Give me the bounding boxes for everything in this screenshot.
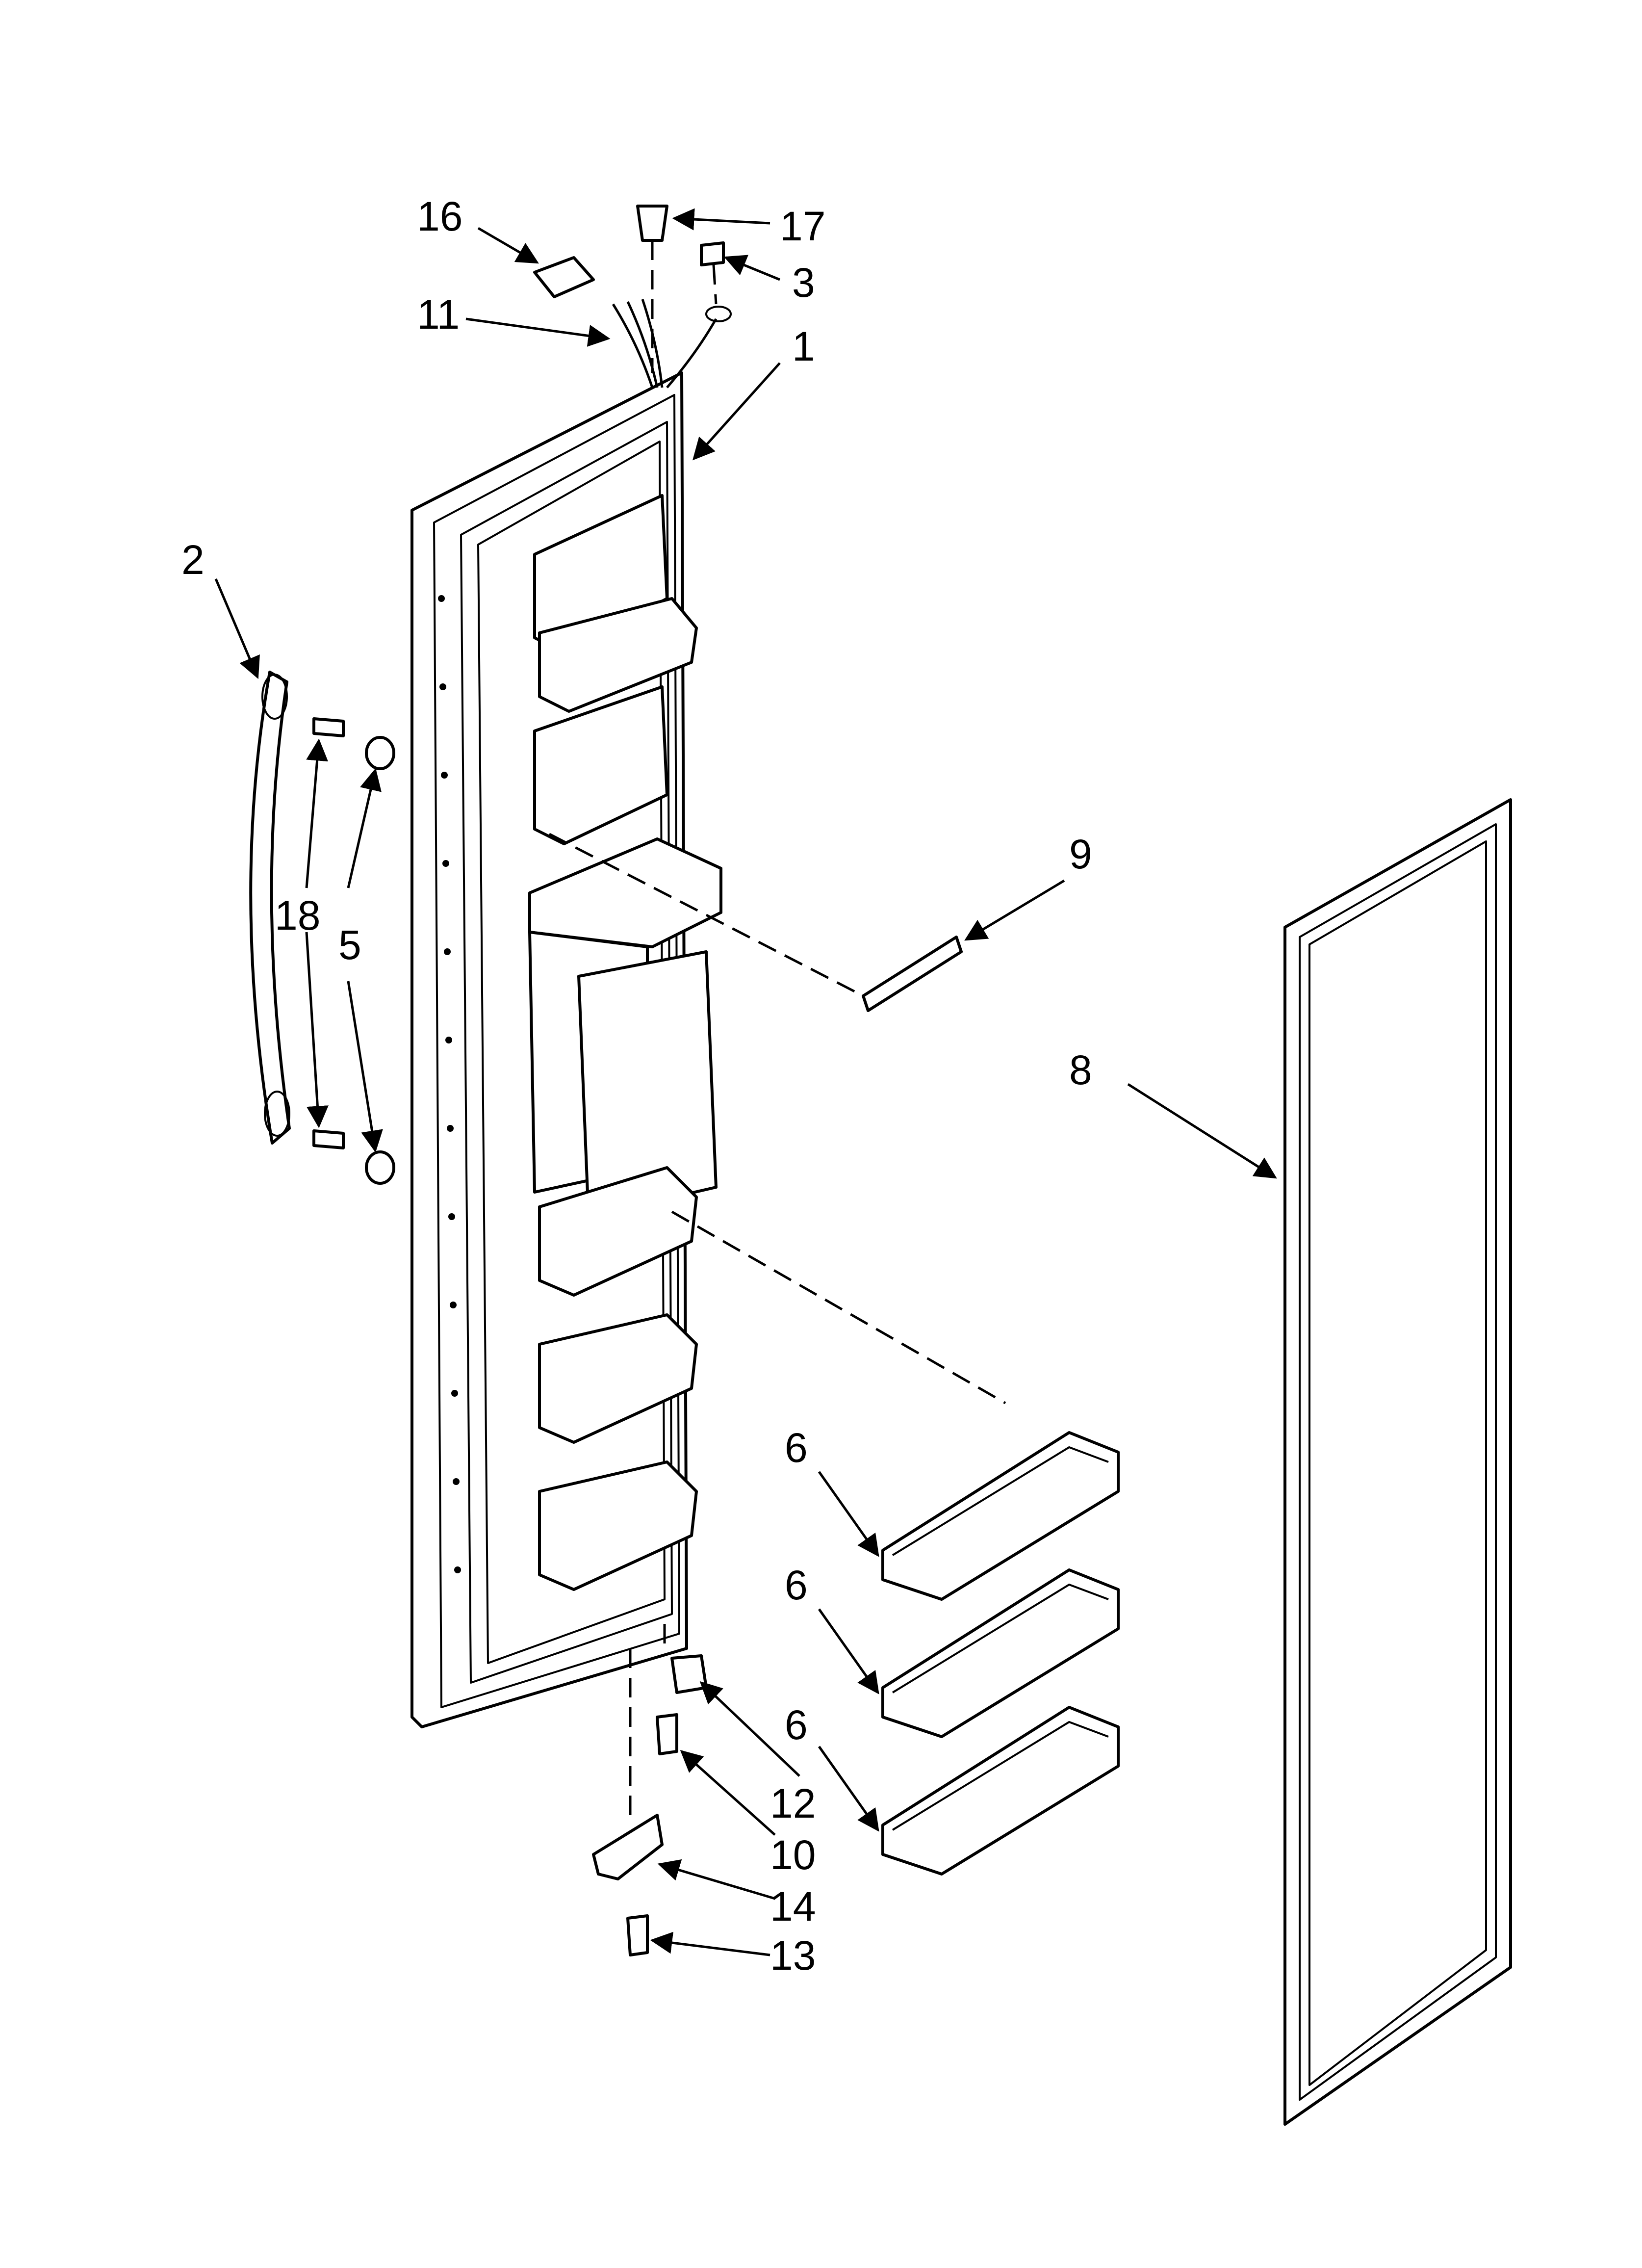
door-edge-holes — [438, 595, 461, 1573]
lower-hinge — [592, 1648, 664, 1880]
callout-8: 8 — [1069, 1047, 1092, 1093]
callout-18: 18 — [275, 892, 320, 938]
door-assembly — [410, 371, 722, 1728]
callout-6-bottom: 6 — [785, 1702, 808, 1748]
callout-3: 3 — [792, 260, 815, 306]
door-bin-3 — [881, 1706, 1120, 1876]
callout-17: 17 — [780, 203, 825, 249]
hinge-screw-lower — [626, 1914, 649, 1956]
callout-1: 1 — [792, 323, 815, 369]
wire-harness — [612, 299, 732, 389]
callout-10: 10 — [770, 1832, 816, 1878]
door-gasket — [1283, 798, 1512, 2126]
handle-spacers — [365, 736, 395, 1185]
door-bin-1 — [671, 1210, 1120, 1601]
callout-16: 16 — [417, 193, 462, 239]
leader-arrows — [214, 208, 1277, 1956]
callout-13: 13 — [770, 1932, 816, 1979]
callout-5: 5 — [338, 922, 361, 968]
dispenser-trim — [548, 833, 963, 1012]
callout-14: 14 — [770, 1883, 816, 1929]
callout-labels: 16 17 3 11 1 2 18 5 9 8 6 6 6 12 10 14 1… — [181, 193, 1092, 1979]
callout-12: 12 — [770, 1780, 816, 1826]
callout-2: 2 — [181, 537, 205, 583]
callout-6-top: 6 — [785, 1425, 808, 1471]
door-bin-2 — [881, 1568, 1120, 1738]
callout-11: 11 — [417, 291, 460, 338]
handle-screws — [312, 717, 345, 1149]
callout-9: 9 — [1069, 831, 1092, 877]
door-handle — [249, 671, 291, 1145]
ground-screw — [700, 241, 725, 305]
wire-connector — [533, 256, 595, 298]
wire-plug — [636, 205, 668, 373]
callout-6-middle: 6 — [785, 1562, 808, 1608]
hinge-screw-upper — [656, 1713, 678, 1755]
